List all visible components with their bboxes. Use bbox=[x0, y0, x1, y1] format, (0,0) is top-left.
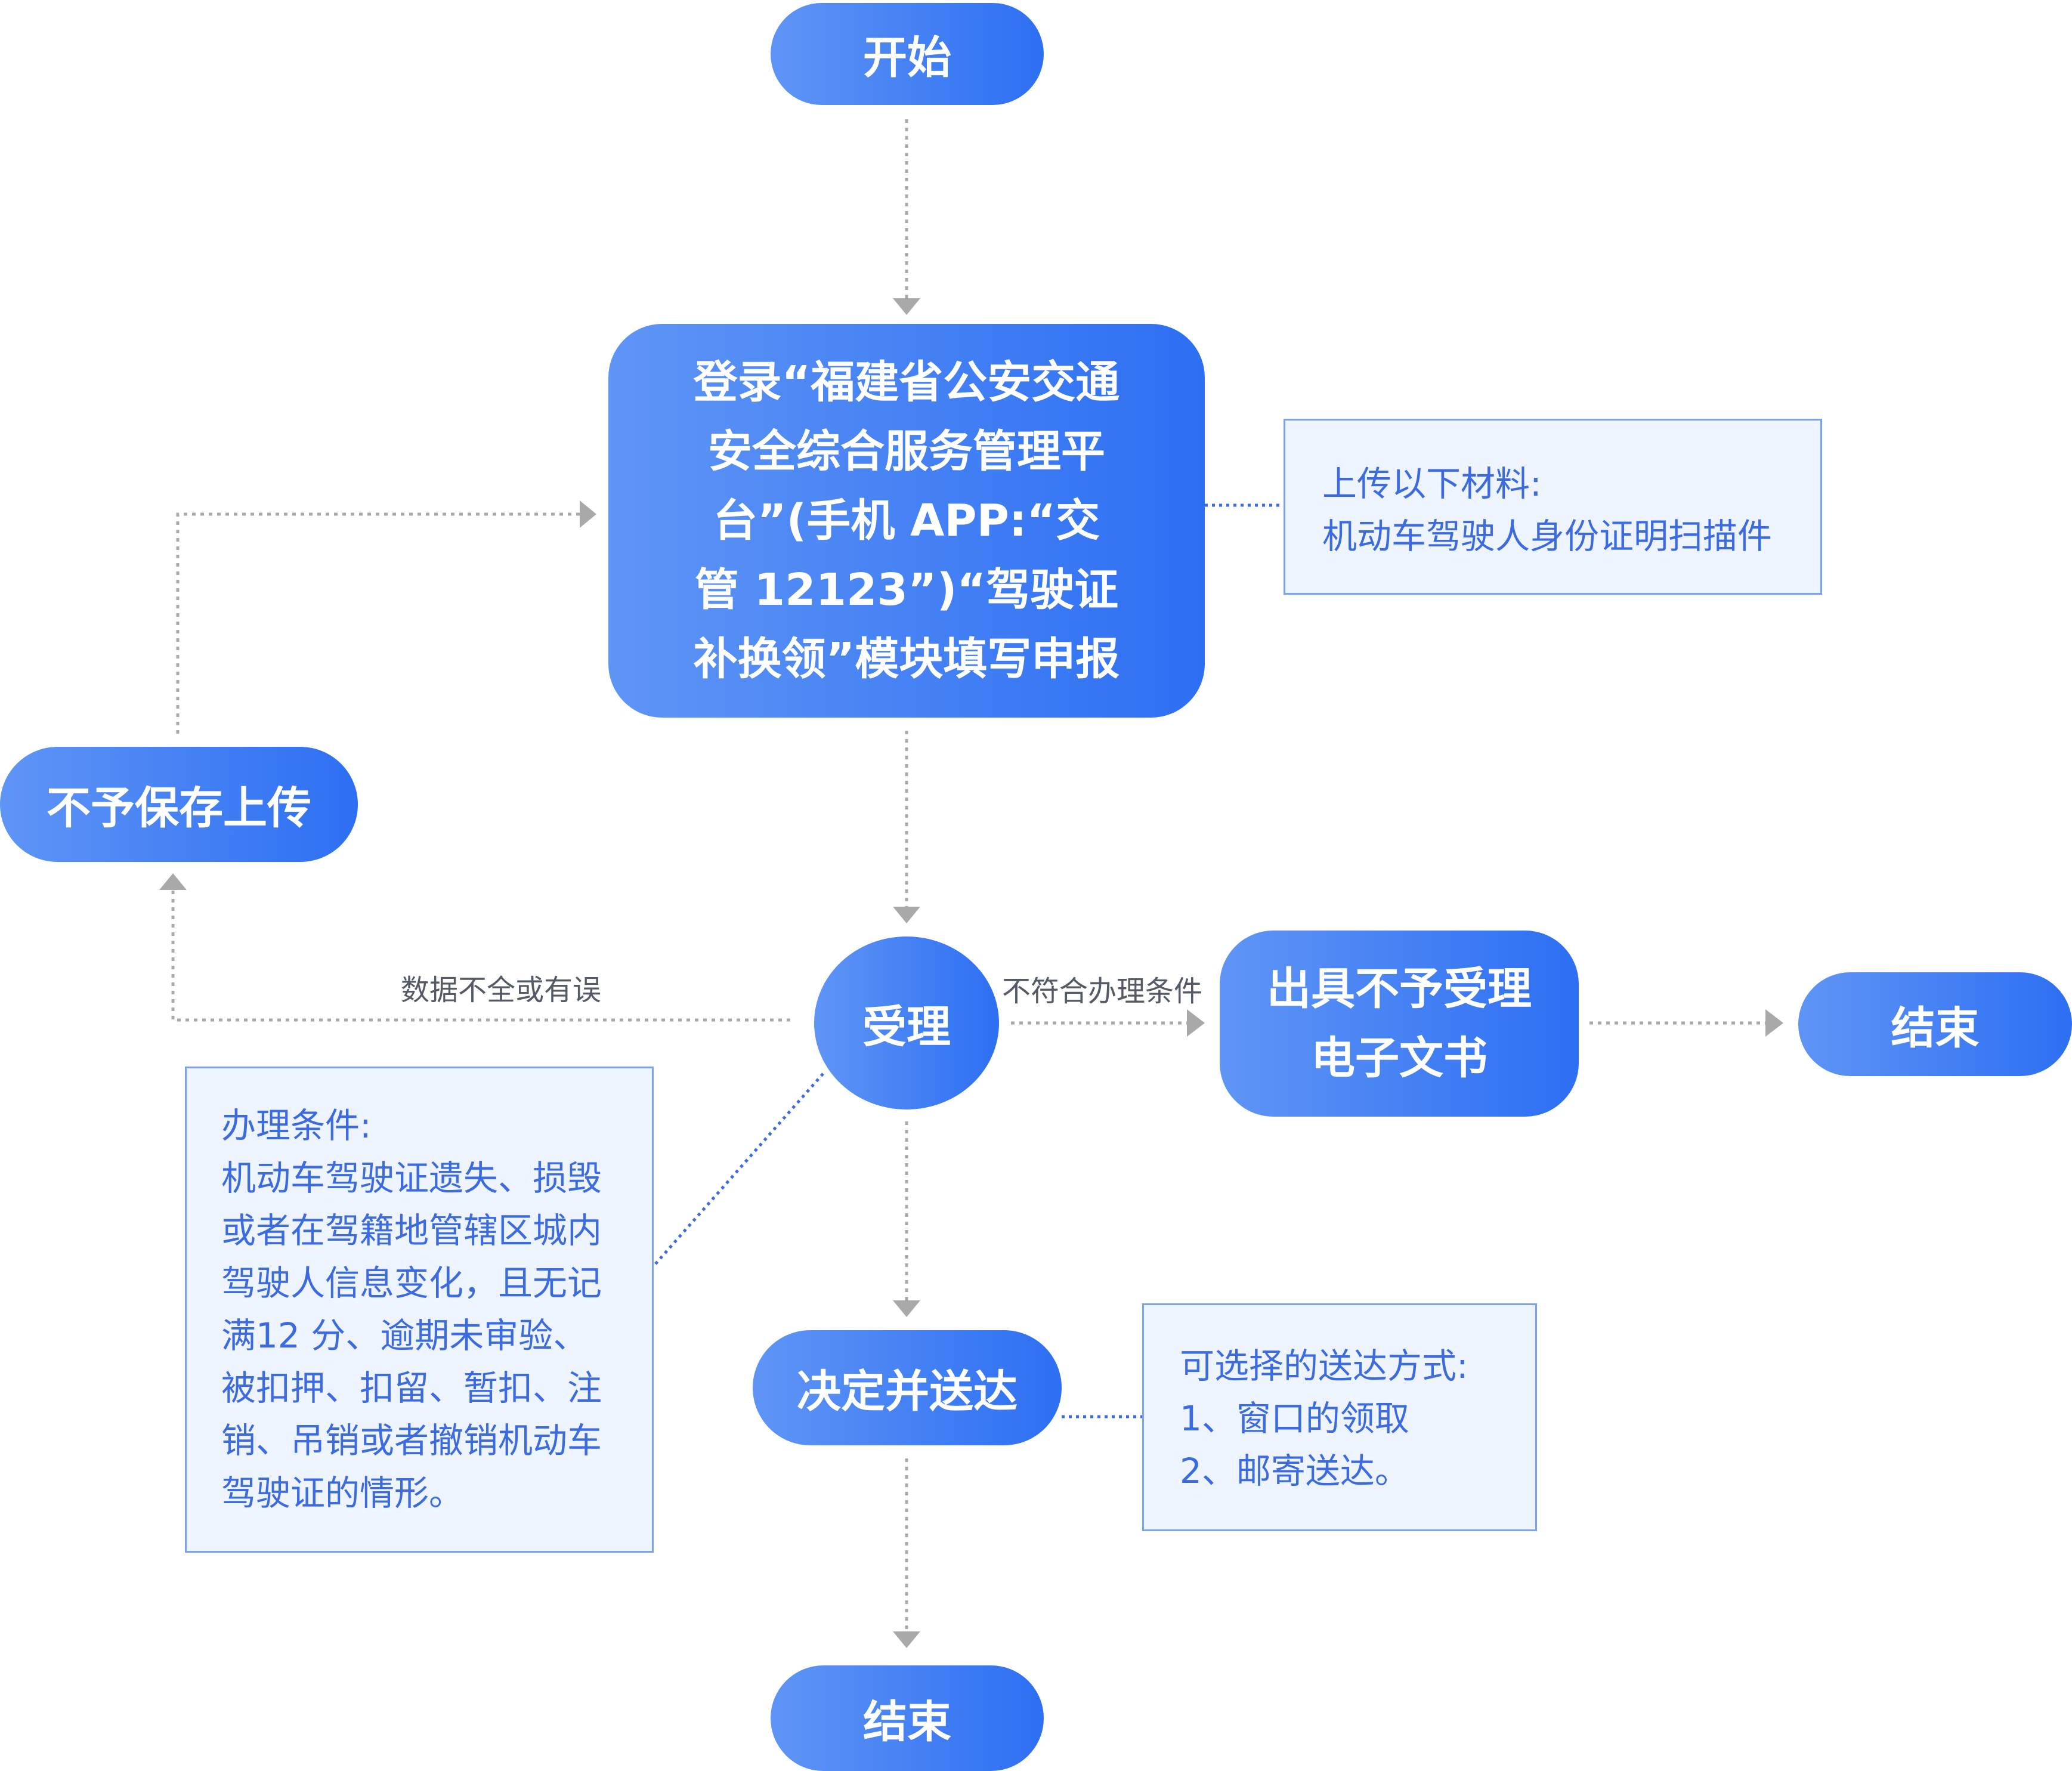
link-accept-conditions bbox=[654, 1073, 824, 1266]
conditions-line-3: 或者在驾籍地管辖区城内 bbox=[221, 1210, 602, 1251]
end-right-node[interactable]: 结束 bbox=[1798, 972, 2072, 1076]
materials-line-1: 上传以下材料: bbox=[1322, 463, 1542, 504]
materials-line-2: 机动车驾驶人身份证明扫描件 bbox=[1322, 516, 1773, 557]
arrow-accept-to-nosave bbox=[171, 889, 790, 1022]
delivery-note: 可选择的送达方式: 1、窗口的领取 2、邮寄送达。 bbox=[1142, 1303, 1537, 1531]
arrowhead-apply-left bbox=[580, 500, 596, 528]
conditions-line-6: 被扣押、扣留、暂扣、注 bbox=[221, 1368, 602, 1408]
arrow-nosave-to-apply bbox=[176, 512, 580, 734]
delivery-line-2: 1、窗口的领取 bbox=[1180, 1398, 1409, 1439]
conditions-note: 办理条件: 机动车驾驶证遗失、损毁 或者在驾籍地管辖区城内 驾驶人信息变化，且无… bbox=[185, 1067, 654, 1553]
edge-label-not-qualified: 不符合办理条件 bbox=[1002, 975, 1203, 1008]
apply-node[interactable]: 登录“福建省公安交通 安全综合服务管理平 台”(手机 APP:“交 管 1212… bbox=[608, 324, 1205, 718]
arrowhead-nosave-bottom bbox=[159, 873, 187, 890]
reject-doc-node[interactable]: 出具不予受理 电子文书 bbox=[1220, 931, 1579, 1117]
no-save-node[interactable]: 不予保存上传 bbox=[0, 747, 358, 862]
conditions-line-8: 驾驶证的情形。 bbox=[221, 1473, 464, 1513]
decide-node[interactable]: 决定并送达 bbox=[753, 1330, 1062, 1445]
arrowhead-apply-top bbox=[893, 298, 920, 315]
arrowhead-endright-left bbox=[1765, 1009, 1783, 1037]
conditions-line-1: 办理条件: bbox=[221, 1105, 372, 1146]
conditions-line-5: 满12 分、逾期未审验、 bbox=[221, 1315, 588, 1356]
end-bottom-node[interactable]: 结束 bbox=[771, 1665, 1044, 1771]
arrowhead-accept-top bbox=[893, 907, 920, 923]
delivery-line-3: 2、邮寄送达。 bbox=[1180, 1451, 1409, 1491]
conditions-line-2: 机动车驾驶证遗失、损毁 bbox=[221, 1158, 602, 1198]
accept-node[interactable]: 受理 bbox=[814, 937, 999, 1109]
delivery-line-1: 可选择的送达方式: bbox=[1180, 1346, 1468, 1386]
edge-label-incomplete: 数据不全或有误 bbox=[401, 973, 602, 1007]
arrowhead-end-top bbox=[893, 1631, 920, 1648]
materials-note: 上传以下材料: 机动车驾驶人身份证明扫描件 bbox=[1284, 419, 1822, 595]
arrowhead-decide-top bbox=[893, 1300, 920, 1317]
conditions-line-4: 驾驶人信息变化，且无记 bbox=[221, 1263, 602, 1303]
arrowhead-reject-left bbox=[1187, 1009, 1205, 1037]
conditions-line-7: 销、吊销或者撤销机动车 bbox=[221, 1420, 602, 1461]
start-node[interactable]: 开始 bbox=[771, 3, 1044, 105]
